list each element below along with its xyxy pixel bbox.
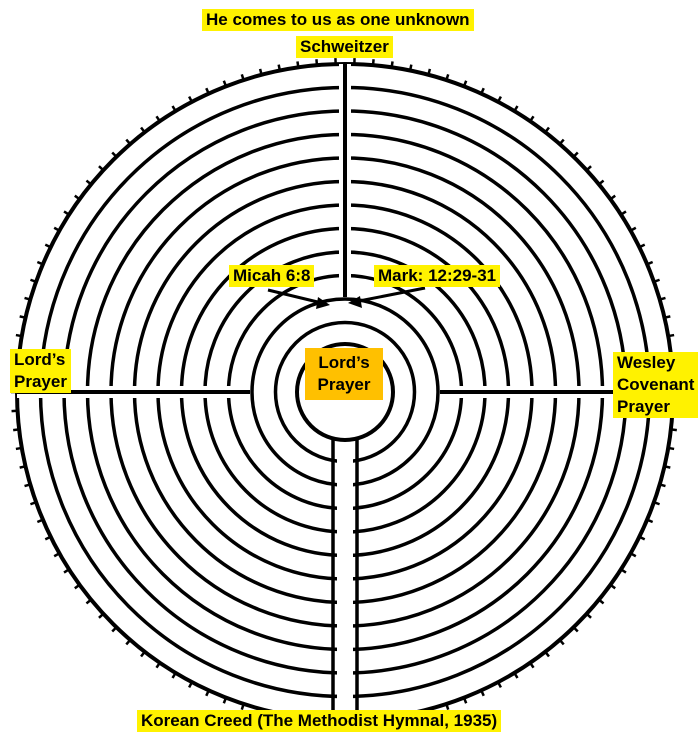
lunation-tooth (587, 166, 591, 170)
lunation-tooth (671, 429, 677, 430)
lunation-tooth (545, 128, 549, 133)
lunation-tooth (373, 59, 374, 65)
lunation-tooth (64, 211, 69, 214)
micah-arrowhead (316, 297, 330, 309)
lunation-tooth (25, 298, 31, 300)
lunation-tooth (621, 569, 626, 572)
lunation-tooth (545, 652, 549, 657)
lunation-tooth (16, 335, 22, 336)
lunation-tooth (279, 65, 280, 71)
lunation-tooth (560, 640, 564, 645)
lunation-tooth (112, 627, 116, 631)
lunation-tooth (64, 569, 69, 572)
top-label: He comes to us as one unknown (202, 9, 474, 31)
lunation-tooth (173, 673, 176, 678)
lunation-tooth (621, 211, 626, 214)
bottom-label: Korean Creed (The Methodist Hymnal, 1935… (137, 710, 501, 732)
right-label: Wesley Covenant Prayer (613, 352, 698, 418)
lunation-tooth (99, 166, 103, 170)
right-label-line3: Prayer (617, 396, 694, 418)
micah-label: Micah 6:8 (229, 265, 314, 287)
lunation-tooth (668, 335, 674, 336)
lunation-tooth (599, 600, 604, 604)
lunation-tooth (587, 614, 591, 618)
lunation-tooth (75, 585, 80, 589)
lunation-tooth (75, 196, 80, 200)
lunation-tooth (446, 704, 448, 710)
lunation-tooth (574, 627, 578, 631)
lunation-tooth (668, 448, 674, 449)
left-label: Lord’s Prayer (10, 349, 71, 393)
lunation-tooth (126, 640, 130, 645)
top-sublabel: Schweitzer (296, 36, 393, 58)
lunation-tooth (610, 585, 615, 589)
lunation-tooth (20, 316, 26, 317)
lunation-tooth (242, 704, 244, 710)
lunation-tooth (530, 116, 533, 121)
lunation-tooth (141, 652, 145, 657)
lunation-tooth (260, 69, 262, 75)
right-label-line2: Covenant (617, 374, 694, 396)
lunation-tooth (428, 69, 430, 75)
lunation-tooth (25, 484, 31, 486)
lunation-tooth (99, 614, 103, 618)
lunation-tooth (514, 673, 517, 678)
lunation-tooth (660, 298, 666, 300)
left-label-line1: Lord’s (14, 349, 67, 371)
lunation-tooth (20, 466, 26, 467)
lunation-tooth (156, 663, 159, 668)
center-label: Lord’s Prayer (305, 348, 383, 400)
lunation-tooth (13, 429, 19, 430)
lunation-tooth (514, 106, 517, 111)
lunation-tooth (242, 74, 244, 80)
entry-path (337, 432, 353, 720)
lunation-tooth (410, 65, 411, 71)
lunation-tooth (574, 152, 578, 156)
left-label-line2: Prayer (14, 371, 67, 393)
lunation-tooth (156, 116, 159, 121)
lunation-tooth (141, 128, 145, 133)
lunation-tooth (316, 59, 317, 65)
lunation-tooth (173, 106, 176, 111)
center-label-line1: Lord’s (305, 352, 383, 374)
lunation-tooth (112, 152, 116, 156)
lunation-tooth (664, 316, 670, 317)
center-label-line2: Prayer (305, 374, 383, 396)
lunation-tooth (86, 181, 91, 185)
lunation-tooth (560, 140, 564, 145)
lunation-tooth (610, 196, 615, 200)
lunation-tooth (16, 448, 22, 449)
lunation-tooth (86, 600, 91, 604)
lunation-tooth (392, 61, 393, 67)
lunation-tooth (660, 484, 666, 486)
mark-label: Mark: 12:29-31 (374, 265, 500, 287)
right-label-line1: Wesley (617, 352, 694, 374)
lunation-tooth (446, 74, 448, 80)
lunation-tooth (297, 61, 298, 67)
lunation-tooth (599, 181, 604, 185)
lunation-tooth (664, 466, 670, 467)
lunation-tooth (530, 663, 533, 668)
lunation-tooth (126, 140, 130, 145)
